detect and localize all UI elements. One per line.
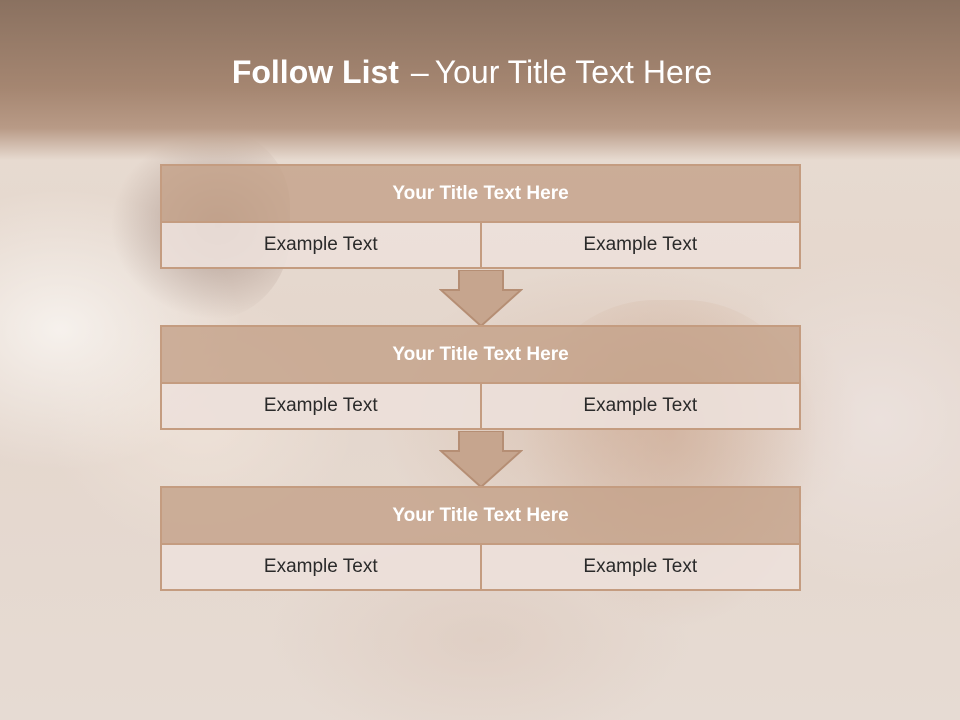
block-cell-left: Example Text (160, 382, 482, 430)
title-bold: Follow List (231, 54, 399, 90)
block-cell-right: Example Text (479, 221, 801, 269)
list-block: Your Title Text Here Example Text Exampl… (160, 164, 801, 269)
block-row: Example Text Example Text (160, 382, 801, 430)
list-block: Your Title Text Here Example Text Exampl… (160, 486, 801, 591)
block-cell-left: Example Text (160, 221, 482, 269)
down-arrow-icon (439, 431, 523, 487)
page-title: Follow List–Your Title Text Here (0, 54, 944, 91)
block-cell-right: Example Text (479, 543, 801, 591)
title-band (0, 0, 960, 160)
block-title: Your Title Text Here (160, 164, 801, 223)
block-row: Example Text Example Text (160, 221, 801, 269)
title-rest: Your Title Text Here (434, 54, 713, 90)
block-cell-right: Example Text (479, 382, 801, 430)
down-arrow-icon (439, 270, 523, 326)
list-block: Your Title Text Here Example Text Exampl… (160, 325, 801, 430)
block-row: Example Text Example Text (160, 543, 801, 591)
block-title: Your Title Text Here (160, 486, 801, 545)
block-title: Your Title Text Here (160, 325, 801, 384)
title-separator: – (410, 54, 429, 90)
block-cell-left: Example Text (160, 543, 482, 591)
